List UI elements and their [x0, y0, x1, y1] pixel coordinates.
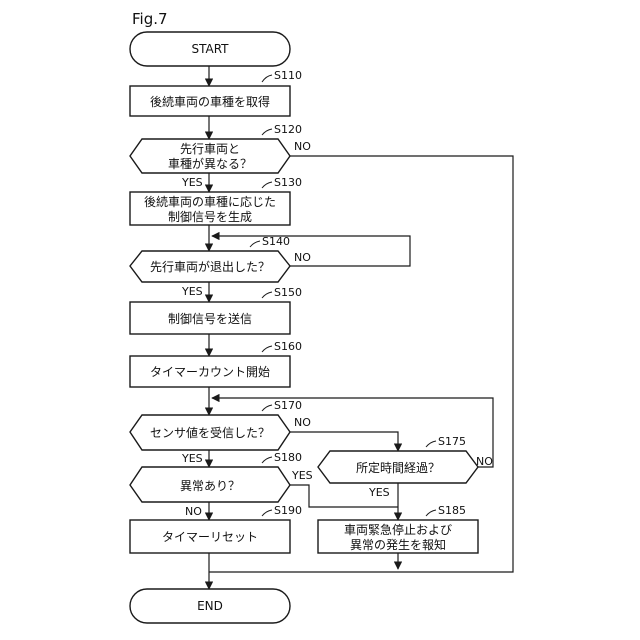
figure-label: Fig.7 — [132, 10, 168, 28]
step-s160-text: タイマーカウント開始 — [150, 365, 270, 379]
decision-s170-no: NO — [294, 416, 311, 429]
end-label: END — [197, 599, 223, 613]
step-s110: 後続車両の車種を取得 S110 — [130, 69, 302, 116]
step-s110-label: S110 — [274, 69, 302, 82]
step-s130-line1: 後続車両の車種に応じた — [144, 195, 276, 209]
step-s150-label: S150 — [274, 286, 302, 299]
step-s130: 後続車両の車種に応じた 制御信号を生成 S130 — [130, 176, 302, 225]
step-s190: タイマーリセット S190 — [130, 504, 302, 553]
step-s185-label: S185 — [438, 504, 466, 517]
decision-s140-no: NO — [294, 251, 311, 264]
decision-s175-no: NO — [476, 455, 493, 468]
step-s130-line2: 制御信号を生成 — [168, 209, 252, 224]
start-label: START — [191, 42, 229, 56]
decision-s140-yes: YES — [181, 285, 203, 298]
decision-s180-label: S180 — [274, 451, 302, 464]
step-s150: 制御信号を送信 S150 — [130, 286, 302, 334]
decision-s170-yes: YES — [181, 452, 203, 465]
decision-s175-text: 所定時間経過？ — [356, 460, 440, 475]
step-s110-text: 後続車両の車種を取得 — [150, 94, 270, 109]
decision-s140-label: S140 — [262, 235, 290, 248]
decision-s170-text: センサ値を受信した？ — [150, 425, 270, 440]
step-s185-line1: 車両緊急停止および — [344, 522, 452, 537]
decision-s180-yes: YES — [291, 469, 313, 482]
decision-s180-no: NO — [185, 505, 202, 518]
decision-s120-line2: 車種が異なる？ — [168, 156, 252, 171]
step-s160-label: S160 — [274, 340, 302, 353]
decision-s120-label: S120 — [274, 123, 302, 136]
decision-s140-text: 先行車両が退出した？ — [150, 259, 270, 274]
decision-s120-line1: 先行車両と — [180, 142, 240, 156]
edge-s170-no — [290, 432, 398, 451]
step-s130-label: S130 — [274, 176, 302, 189]
start-terminal: START — [130, 32, 290, 66]
decision-s180-text: 異常あり？ — [180, 479, 240, 493]
decision-s175-yes: YES — [368, 486, 390, 499]
decision-s120-yes: YES — [181, 176, 203, 189]
decision-s175: 所定時間経過？ S175 NO YES — [318, 435, 493, 499]
step-s160: タイマーカウント開始 S160 — [130, 340, 302, 387]
decision-s175-label: S175 — [438, 435, 466, 448]
end-terminal: END — [130, 589, 290, 623]
step-s150-text: 制御信号を送信 — [168, 311, 252, 326]
decision-s120-no: NO — [294, 140, 311, 153]
step-s190-label: S190 — [274, 504, 302, 517]
step-s190-text: タイマーリセット — [162, 530, 258, 544]
step-s185-line2: 異常の発生を報知 — [350, 538, 446, 552]
decision-s170-label: S170 — [274, 399, 302, 412]
